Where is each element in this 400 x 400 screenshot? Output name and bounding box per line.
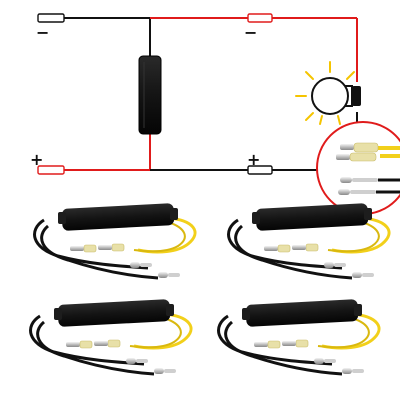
terminal-bottom-left [37,165,65,175]
spade-connector-icon [340,144,354,150]
product-item [33,201,197,280]
terminal-bottom-right [247,165,273,175]
product-grid [29,201,391,376]
product-item [29,297,193,376]
sign-top-right: − [244,23,257,42]
terminal-top-right [247,13,273,23]
resistor-module-icon [138,48,162,135]
product-item [217,297,381,376]
light-bulb-icon [295,61,361,125]
sign-top-left: − [36,23,49,42]
bullet-connector-icon [340,177,352,183]
circuit: − − + + [30,13,400,215]
terminal-top-left [37,13,65,23]
product-item [227,201,391,280]
sign-bottom-right: + [247,150,260,169]
light-rays [295,61,355,125]
sign-bottom-left: + [30,150,43,169]
connector-detail-inset [316,121,400,215]
